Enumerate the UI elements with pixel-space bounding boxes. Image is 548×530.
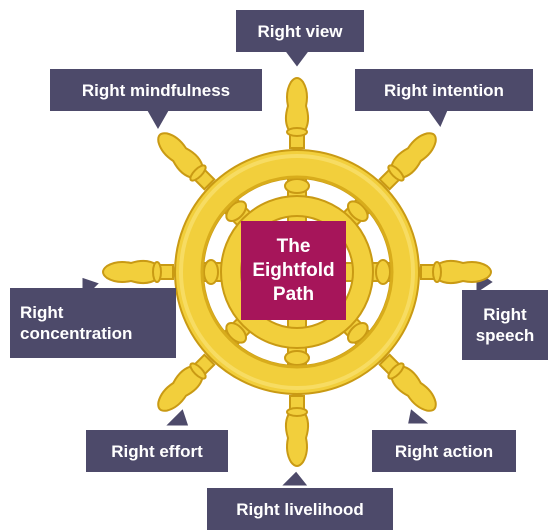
label-right-speech-text: Right speech bbox=[475, 305, 535, 345]
outer-ring-highlight bbox=[179, 154, 415, 390]
pointer-effort bbox=[166, 409, 189, 426]
label-right-mindfulness-text: Right mindfulness bbox=[81, 80, 231, 100]
label-right-concentration: Right concentration bbox=[10, 288, 176, 358]
pointer-intention bbox=[427, 108, 449, 128]
label-right-view-text: Right view bbox=[257, 21, 343, 41]
label-right-mindfulness: Right mindfulness bbox=[50, 69, 262, 111]
label-right-intention-text: Right intention bbox=[384, 80, 504, 100]
outer-ring bbox=[176, 151, 418, 393]
label-right-effort-text: Right effort bbox=[111, 441, 203, 461]
label-right-action-text: Right action bbox=[394, 441, 494, 461]
label-right-effort: Right effort bbox=[86, 430, 228, 472]
label-right-intention: Right intention bbox=[355, 69, 533, 111]
label-right-concentration-text: Right concentration bbox=[20, 303, 133, 343]
center-title-text: The Eightfold Path bbox=[252, 235, 335, 305]
hub-ring bbox=[222, 197, 372, 347]
pointer-livelihood bbox=[282, 471, 308, 486]
pointer-mindfulness bbox=[147, 110, 169, 130]
label-right-action: Right action bbox=[372, 430, 516, 472]
pointer-action bbox=[408, 409, 429, 424]
label-right-livelihood: Right livelihood bbox=[207, 488, 393, 530]
label-right-speech: Right speech bbox=[462, 290, 548, 360]
inner-ring-edge bbox=[200, 175, 394, 369]
pointer-view bbox=[285, 50, 309, 67]
center-title: The Eightfold Path bbox=[241, 221, 346, 320]
label-right-view: Right view bbox=[236, 10, 364, 52]
label-right-livelihood-text: Right livelihood bbox=[236, 499, 364, 519]
